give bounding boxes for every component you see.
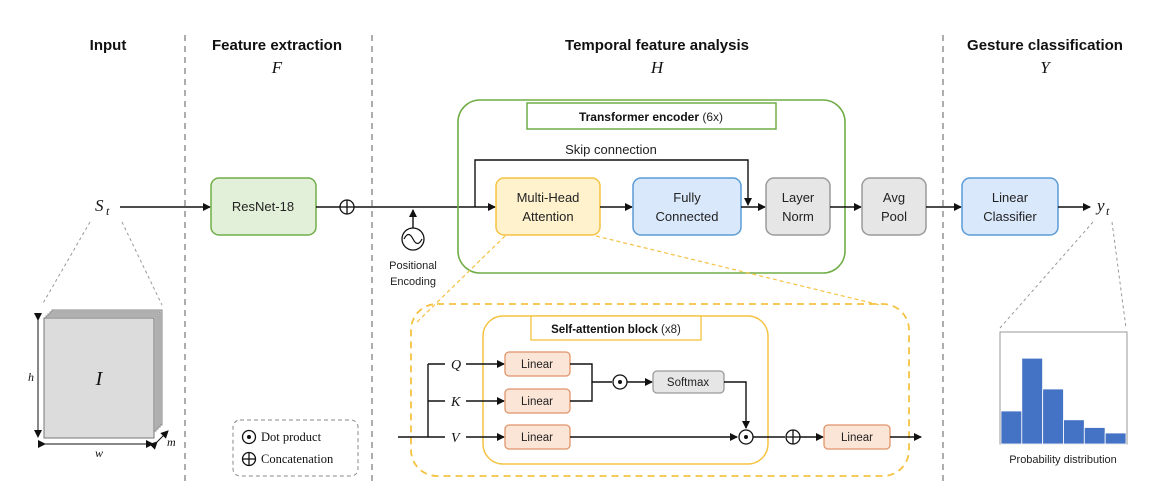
svg-text:Pool: Pool	[881, 209, 907, 224]
avg-pool-block: Avg Pool	[861, 177, 927, 236]
svg-text:Transformer encoder (6x): Transformer encoder (6x)	[579, 110, 723, 124]
linear-out-block: Linear	[823, 424, 891, 450]
transformer-encoder-container	[457, 99, 846, 274]
svg-text:Self-attention block (x8): Self-attention block (x8)	[551, 324, 681, 336]
legend-box	[232, 419, 359, 477]
softmax-block: Softmax	[652, 370, 725, 394]
symbol-f: F	[271, 58, 283, 77]
resnet-block: ResNet-18	[210, 177, 317, 236]
svg-text:Connected: Connected	[656, 209, 719, 224]
layer-norm-block: Layer Norm	[765, 177, 831, 236]
k-to-dot	[570, 382, 593, 402]
header-gesture: Gesture classification	[967, 37, 1123, 54]
attention-zoom-container	[410, 303, 910, 477]
symbol-h: H	[650, 58, 665, 77]
svg-text:Linear: Linear	[521, 359, 553, 371]
svg-text:Norm: Norm	[782, 209, 814, 224]
prob-dist-label: Probability distribution	[1009, 454, 1117, 466]
mha-block: Multi-Head Attention	[495, 177, 601, 236]
header-input: Input	[90, 37, 127, 54]
linear-k-block: Linear	[504, 388, 571, 414]
linear-v-block: Linear	[504, 424, 571, 450]
histogram-bars	[1000, 357, 1127, 445]
legend-dot-icon	[241, 429, 257, 445]
zoom-line-left	[41, 221, 91, 306]
dim-h: h	[28, 370, 34, 384]
hist-zoom-right	[1111, 221, 1127, 329]
legend-concat-label: Concatenation	[261, 452, 334, 466]
svg-text:S: S	[95, 196, 104, 215]
input-st: S t	[95, 196, 110, 218]
svg-text:y: y	[1095, 196, 1105, 215]
output-yt: y t	[1095, 196, 1110, 218]
dim-m: m	[167, 435, 176, 449]
symbol-y: Y	[1040, 58, 1051, 77]
svg-text:t: t	[1106, 204, 1110, 218]
svg-text:Attention: Attention	[522, 209, 573, 224]
input-image-stack: I	[43, 309, 163, 439]
histogram-bar	[1021, 357, 1043, 445]
fc-block: Fully Connected	[632, 177, 742, 236]
svg-text:Linear: Linear	[992, 190, 1029, 205]
svg-text:Classifier: Classifier	[983, 209, 1037, 224]
dim-w: w	[95, 446, 103, 460]
q-to-dot	[570, 363, 612, 383]
svg-text:Linear: Linear	[521, 396, 553, 408]
linear-classifier-block: Linear Classifier	[961, 177, 1059, 236]
legend-dot-label: Dot product	[261, 430, 322, 444]
histogram-bar	[1063, 419, 1085, 445]
pos-enc-line2: Encoding	[390, 276, 436, 288]
softmax-to-dot2	[724, 381, 750, 429]
concat-symbol-2	[785, 429, 801, 445]
skip-connection-line	[474, 159, 752, 207]
legend-concat-icon	[241, 451, 257, 467]
svg-text:Linear: Linear	[521, 432, 553, 444]
skip-connection-label: Skip connection	[565, 142, 657, 157]
linear-q-block: Linear	[504, 351, 571, 377]
svg-text:Fully: Fully	[673, 190, 701, 205]
svg-text:Layer: Layer	[782, 190, 815, 205]
dim-m-arrow	[149, 430, 169, 450]
histogram-bar	[1083, 427, 1106, 445]
histogram-bar	[1104, 432, 1127, 445]
concat-symbol	[339, 199, 355, 215]
self-attention-title: Self-attention block (x8)	[530, 315, 702, 341]
v-label: V	[451, 431, 461, 446]
zoom-line-right	[121, 221, 163, 306]
pos-enc-line1: Positional	[389, 260, 437, 272]
q-label: Q	[451, 358, 461, 373]
sine-wave-icon	[401, 227, 425, 251]
svg-text:Softmax: Softmax	[667, 377, 709, 389]
svg-text:Avg: Avg	[883, 190, 905, 205]
header-temporal: Temporal feature analysis	[565, 37, 749, 54]
svg-text:ResNet-18: ResNet-18	[232, 199, 294, 214]
transformer-encoder-title: Transformer encoder (6x)	[526, 102, 777, 130]
k-label: K	[450, 395, 461, 410]
image-label-i: I	[95, 368, 104, 390]
dot-product-symbol-1	[612, 374, 628, 390]
histogram-bar	[1000, 410, 1023, 445]
svg-text:Linear: Linear	[841, 432, 873, 444]
attn-zoom-right	[595, 235, 881, 306]
svg-text:t: t	[106, 204, 110, 218]
svg-text:Multi-Head: Multi-Head	[517, 190, 580, 205]
histogram-bar	[1042, 388, 1064, 445]
hist-zoom-left	[999, 221, 1094, 329]
header-feature: Feature extraction	[212, 37, 342, 54]
dot-product-symbol-2	[738, 429, 754, 445]
